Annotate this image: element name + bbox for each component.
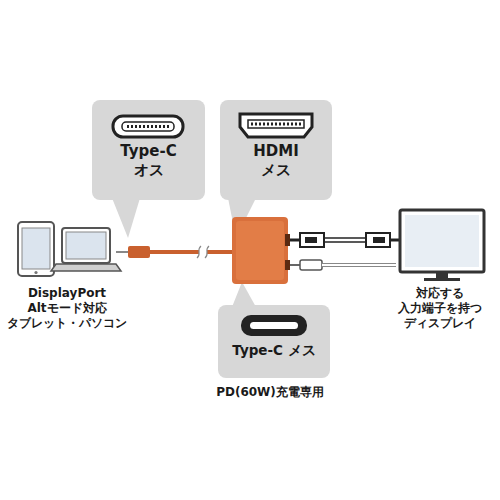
display-icon: [400, 210, 484, 281]
callout-box: Type-C メス: [218, 341, 330, 360]
adapter-body: [232, 217, 290, 284]
hdmi-receptacle-icon: [240, 114, 312, 137]
device-label: 対応する 入力端子を持つ ディスプレイ: [394, 286, 486, 331]
device-label: DisplayPort Altモード対応 タブレット・パソコン: [4, 286, 130, 331]
tablet-icon: [18, 222, 54, 276]
device-label: PD(60W)充電専用: [200, 385, 340, 400]
callout-bubble: [92, 100, 205, 238]
connector-name: Type-C メス: [220, 341, 328, 360]
hdmi-cable: [290, 233, 400, 247]
callout-box: Type-C オス: [92, 142, 205, 180]
callout-box: HDMI メス: [220, 142, 332, 180]
usb-c-plug-icon: [113, 116, 183, 137]
charging-cable: [290, 260, 396, 270]
usb-c-cable: [116, 246, 232, 258]
usb-c-receptacle-icon: [241, 315, 307, 336]
connector-name: Type-C オス: [116, 142, 182, 180]
laptop-icon: [51, 228, 121, 271]
callout-bubble: [218, 282, 330, 378]
connector-name: HDMI メス: [245, 142, 307, 180]
